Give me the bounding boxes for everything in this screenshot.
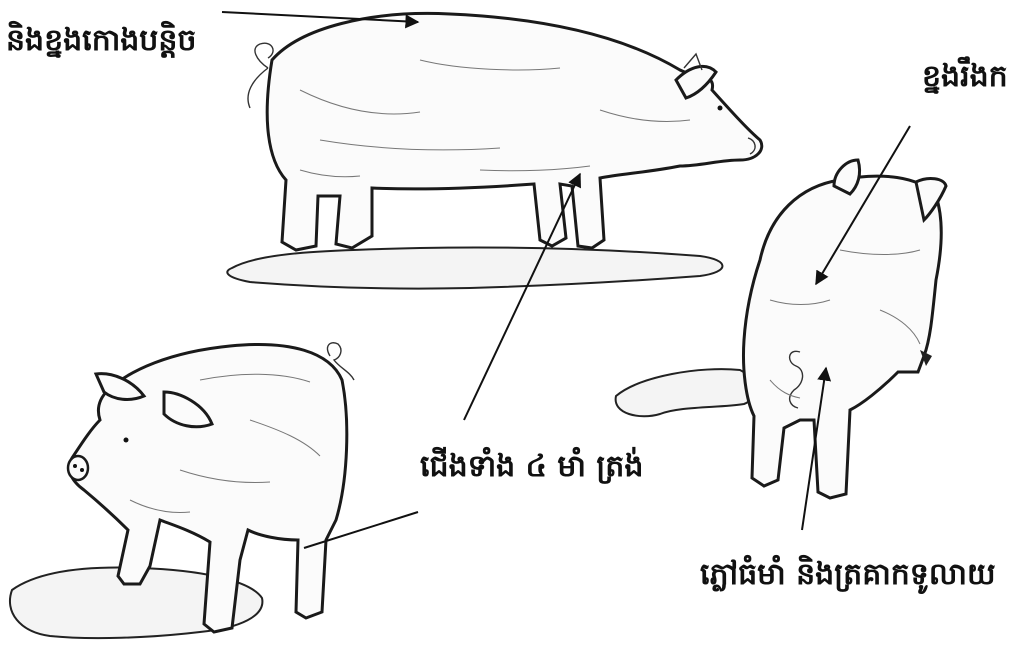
front-view-pig <box>10 343 354 638</box>
label-slightly-arched-back: និងខ្នងកោងបន្តិច <box>6 26 196 56</box>
rear-view-pig <box>616 160 946 498</box>
label-four-strong-straight-legs: ជើងទាំង ៤ មាំ ត្រង់ <box>420 452 643 482</box>
label-large-thighs-wide-hips: ភ្លៅធំមាំ និងត្រគាកទូលាយ <box>700 560 996 590</box>
label-firm-back: ខ្នងរឹងក <box>922 62 1008 92</box>
rear-pig-body <box>743 176 941 498</box>
side-view-pig <box>227 13 761 288</box>
side-pig-ground <box>227 247 722 288</box>
rear-pig-ground <box>616 369 754 416</box>
arrow-legs <box>464 174 580 420</box>
side-pig-body <box>267 13 762 250</box>
